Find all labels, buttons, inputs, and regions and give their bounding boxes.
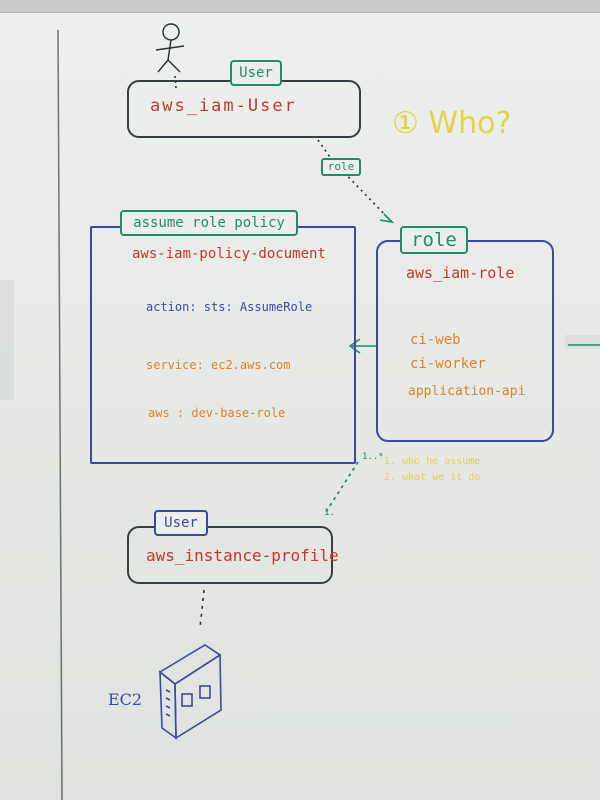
multiplicity-label: 1. bbox=[324, 508, 335, 518]
erased-marks bbox=[0, 280, 14, 400]
policy-action: action: sts: AssumeRole bbox=[146, 300, 313, 314]
role-item: ci-web bbox=[410, 332, 461, 348]
note-line: 2. what we it do bbox=[384, 472, 481, 483]
policy-aws: aws : dev-base-role bbox=[148, 406, 286, 420]
policy-title: aws-iam-policy-document bbox=[132, 246, 326, 262]
policy-tab: assume role policy bbox=[120, 210, 298, 236]
policy-service: service: ec2.aws.com bbox=[146, 358, 291, 372]
role-tab: role bbox=[400, 226, 468, 254]
user-tab: User bbox=[230, 60, 282, 86]
server-icon bbox=[158, 644, 222, 740]
role-item: ci-worker bbox=[410, 356, 486, 372]
stick-figure-icon bbox=[155, 23, 185, 73]
instance-profile-label: aws_instance-profile bbox=[146, 546, 339, 565]
role-item: application-api bbox=[408, 384, 526, 399]
iam-user-label: aws_iam-User bbox=[150, 96, 297, 116]
ec2-label: EC2 bbox=[108, 690, 143, 709]
who-note: ① Who? bbox=[392, 106, 512, 141]
instance-profile-tab: User bbox=[154, 510, 208, 536]
erased-marks bbox=[565, 335, 600, 349]
instance-profile-box bbox=[127, 526, 333, 584]
note-line: 1. who he assume bbox=[384, 456, 481, 467]
multiplicity-label: 1..* bbox=[362, 452, 384, 462]
whiteboard-frame bbox=[0, 0, 600, 13]
role-connector-tag: role bbox=[321, 158, 361, 176]
role-title: aws_iam-role bbox=[406, 264, 515, 282]
